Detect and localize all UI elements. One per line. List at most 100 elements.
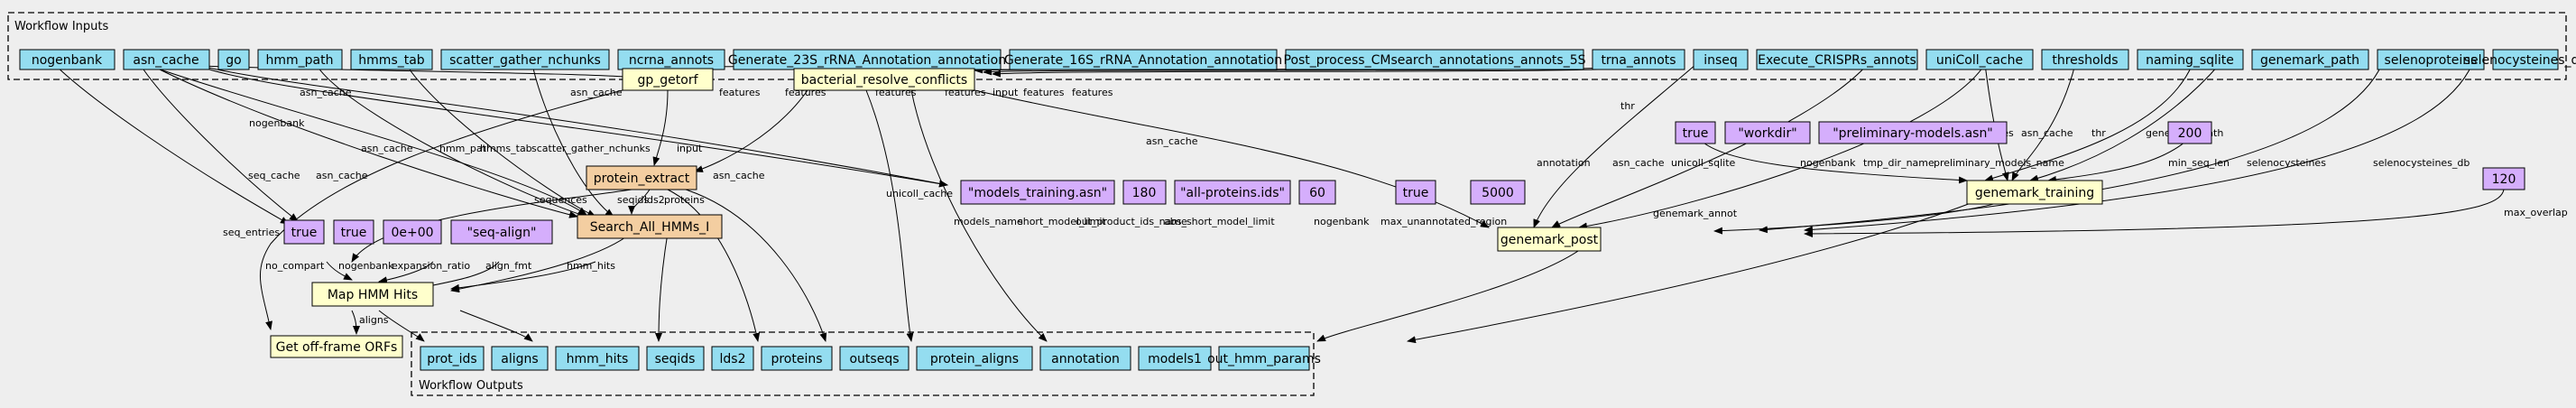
input-label: naming_sqlite: [2146, 53, 2234, 68]
edge-label: nogenbank: [249, 117, 305, 129]
step-get-off-frame-orfs[interactable]: [270, 335, 403, 358]
input-label: thresholds: [2052, 53, 2118, 68]
step-label: genemark_training: [1975, 186, 2094, 200]
input-label: hmm_path: [266, 53, 334, 68]
output-label: proteins: [771, 352, 822, 366]
default-node-all-proteins: [1174, 180, 1291, 205]
edge-label: scatter_gather_nchunks: [531, 143, 651, 154]
input-node-selenocysteines-db[interactable]: [2492, 49, 2559, 70]
input-node-hmms-tab[interactable]: [350, 49, 433, 70]
step-search-all-hmms[interactable]: [577, 214, 723, 239]
input-node-scatter-gather-nchunks[interactable]: [440, 49, 610, 70]
edge-label: max_overlap: [2504, 207, 2568, 218]
output-node-hmm-hits[interactable]: [555, 346, 640, 371]
step-protein-extract[interactable]: [586, 165, 697, 190]
input-node-unicoll-cache[interactable]: [1925, 49, 2034, 70]
input-node-trna-annots[interactable]: [1592, 49, 1685, 70]
input-node-selenoproteins[interactable]: [2377, 49, 2485, 70]
default-label: 200: [2178, 126, 2202, 141]
edge-label: thr: [1620, 100, 1635, 112]
input-label: Generate_16S_rRNA_Annotation_annotation: [1004, 53, 1282, 68]
output-node-lds2[interactable]: [711, 346, 754, 371]
input-node-hmm-path[interactable]: [257, 49, 343, 70]
input-label: asn_cache: [133, 53, 199, 68]
edge-label: sequences: [534, 194, 587, 206]
default-label: "models_training.asn": [968, 186, 1107, 200]
input-node-post-process-cmsearch[interactable]: [1285, 49, 1584, 70]
edge-label: out_product_ids_name: [1076, 216, 1187, 227]
output-label: outseqs: [849, 352, 899, 366]
edge-label: seqids: [617, 194, 650, 206]
edge-label: nogenbank: [1800, 157, 1856, 169]
output-node-models1[interactable]: [1138, 346, 1212, 371]
output-label: models1: [1148, 352, 1202, 366]
default-node-models-training: [960, 180, 1115, 205]
output-node-prot-ids[interactable]: [420, 346, 485, 371]
edge-label: features: [1023, 87, 1065, 98]
edge-label: abs_short_model_limit: [1164, 216, 1275, 227]
output-label: lds2: [720, 352, 746, 366]
input-node-thresholds[interactable]: [2041, 49, 2129, 70]
edge-label: proteins: [664, 194, 705, 206]
step-gp-getorf[interactable]: [622, 68, 714, 91]
edge-label: hmms_tab: [480, 143, 532, 154]
default-node-180: [1122, 180, 1167, 205]
edge-label: asn_cache: [713, 170, 765, 181]
input-node-go[interactable]: [217, 49, 250, 70]
output-label: prot_ids: [427, 352, 476, 366]
input-node-asn-cache[interactable]: [123, 49, 210, 70]
edge-label: no_compart: [265, 260, 325, 272]
input-label: selenoproteins: [2385, 53, 2478, 68]
edge-label: expansion_ratio: [392, 260, 470, 272]
default-node-true: [1675, 121, 1716, 144]
edge-label: genemark_annot: [1653, 208, 1738, 219]
step-bacterial-resolve-conflicts[interactable]: [793, 68, 975, 91]
edge-label: aligns: [359, 314, 389, 326]
output-node-protein-aligns[interactable]: [916, 346, 1033, 371]
edge-label: input: [677, 143, 703, 154]
default-label: 5000: [1482, 186, 1514, 200]
edge-label: selenocysteines_db: [2373, 157, 2470, 169]
edge-label: features: [719, 87, 761, 98]
step-genemark-post[interactable]: [1497, 227, 1602, 252]
output-node-out-hmm-params[interactable]: [1218, 346, 1310, 371]
output-node-annotation[interactable]: [1039, 346, 1131, 371]
output-node-seqids[interactable]: [646, 346, 705, 371]
input-node-generate-16s[interactable]: [1009, 49, 1278, 70]
edge-label: min_seq_len: [2168, 157, 2230, 169]
input-label: Generate_23S_rRNA_Annotation_annotation: [728, 53, 1006, 68]
edge-label: thr: [2091, 127, 2106, 139]
input-node-genemark-path[interactable]: [2251, 49, 2369, 70]
default-node-true: [333, 219, 374, 245]
edge-label: lds2: [644, 194, 665, 206]
edge-label: asn_cache: [316, 170, 368, 181]
output-node-proteins[interactable]: [761, 346, 833, 371]
default-label: 180: [1132, 186, 1157, 200]
step-genemark-training[interactable]: [1966, 180, 2103, 205]
step-label: bacterial_resolve_conflicts: [801, 73, 967, 88]
input-node-execute-crisprs[interactable]: [1756, 49, 1918, 70]
output-node-aligns[interactable]: [491, 346, 549, 371]
output-label: out_hmm_params: [1207, 352, 1321, 366]
output-label: seqids: [655, 352, 696, 366]
output-node-outseqs[interactable]: [839, 346, 909, 371]
step-nodes: gp_getorf bacterial_resolve_conflicts pr…: [270, 68, 2103, 358]
edge-label: align_fmt: [485, 260, 532, 272]
step-map-hmm-hits[interactable]: [311, 282, 434, 307]
input-node-nogenbank[interactable]: [19, 49, 115, 70]
default-node-200: [2167, 121, 2212, 144]
input-node-inseq[interactable]: [1693, 49, 1749, 70]
default-label: "preliminary-models.asn": [1833, 126, 1993, 141]
input-label: go: [226, 53, 241, 68]
input-node-naming-sqlite[interactable]: [2137, 49, 2244, 70]
step-label: Get off-frame ORFs: [276, 340, 398, 355]
default-label: "workdir": [1738, 126, 1796, 141]
default-nodes: true "workdir" "preliminary-models.asn" …: [283, 121, 2525, 245]
input-label: Execute_CRISPRs_annots: [1758, 53, 1916, 68]
edge-label: features: [1072, 87, 1113, 98]
default-label: true: [341, 226, 367, 240]
input-label: scatter_gather_nchunks: [449, 53, 601, 68]
input-label: uniColl_cache: [1936, 53, 2023, 68]
edge-label: seq_cache: [248, 170, 300, 181]
step-label: gp_getorf: [637, 73, 698, 88]
